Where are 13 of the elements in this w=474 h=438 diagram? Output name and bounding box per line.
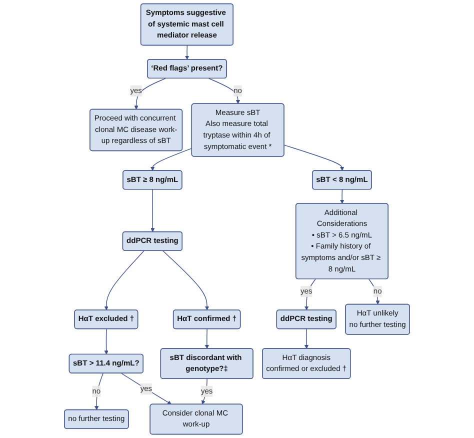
arrow [134, 78, 166, 110]
arrow [340, 189, 344, 204]
arrow [120, 372, 172, 405]
arrow [162, 250, 210, 310]
arrow [150, 148, 192, 171]
arrow [304, 328, 309, 349]
arrow [204, 328, 209, 349]
arrow [150, 189, 155, 232]
arrow [185, 45, 190, 60]
arrow [284, 144, 344, 171]
arrow [208, 78, 240, 104]
arrow [104, 250, 144, 310]
arrow [104, 328, 108, 355]
